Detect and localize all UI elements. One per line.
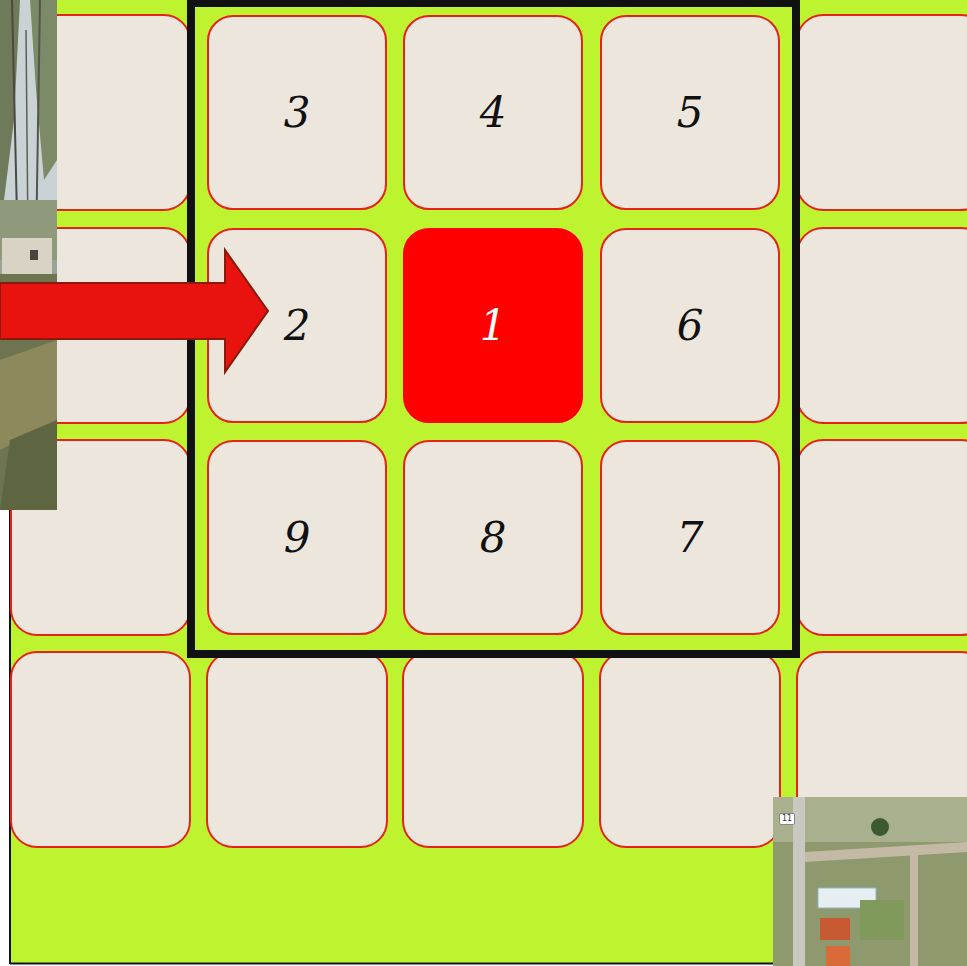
road-number: 11	[779, 813, 795, 825]
map-tree	[871, 818, 889, 836]
cell-number: 9	[284, 517, 311, 559]
cell-number: 1	[480, 305, 507, 347]
map-track	[910, 850, 918, 966]
numbered-cell: 9	[207, 440, 387, 635]
selection-frame	[191, 3, 796, 654]
empty-cell	[797, 440, 967, 635]
empty-cells	[11, 15, 967, 847]
photo-ground	[0, 0, 57, 510]
photo-foliage	[30, 0, 57, 180]
numbered-cell: 5	[600, 15, 780, 210]
empty-cell	[797, 228, 967, 423]
empty-cell	[207, 652, 387, 847]
cell-number: 7	[677, 517, 704, 559]
cell-number: 3	[284, 92, 311, 134]
numbered-cell: 4	[403, 15, 583, 210]
empty-cell	[403, 652, 583, 847]
map-roof	[826, 946, 850, 966]
cell-number: 2	[284, 305, 311, 347]
numbered-cell: 8	[403, 440, 583, 635]
map-garden	[860, 900, 904, 940]
tree-photo	[0, 0, 57, 510]
photo-grass	[0, 274, 57, 510]
map-track	[805, 842, 967, 862]
satellite-map	[773, 797, 967, 966]
cell-number: 8	[480, 517, 507, 559]
photo-grass	[0, 420, 57, 510]
pointer-arrow	[0, 250, 268, 372]
numbered-cell: 2	[207, 228, 387, 423]
cell-number: 4	[480, 92, 507, 134]
empty-cell	[797, 15, 967, 210]
photo-window	[30, 250, 38, 260]
numbered-cell: 3	[207, 15, 387, 210]
empty-cell	[600, 652, 780, 847]
cell-number: 5	[677, 92, 704, 134]
map-roof	[820, 918, 850, 940]
cell-number: 6	[677, 305, 704, 347]
empty-cell	[11, 652, 190, 847]
numbered-cell: 6	[600, 228, 780, 423]
photo-house	[2, 238, 52, 274]
map-ground	[773, 797, 967, 966]
highlighted-cell: 1	[403, 228, 583, 423]
numbered-cell: 7	[600, 440, 780, 635]
